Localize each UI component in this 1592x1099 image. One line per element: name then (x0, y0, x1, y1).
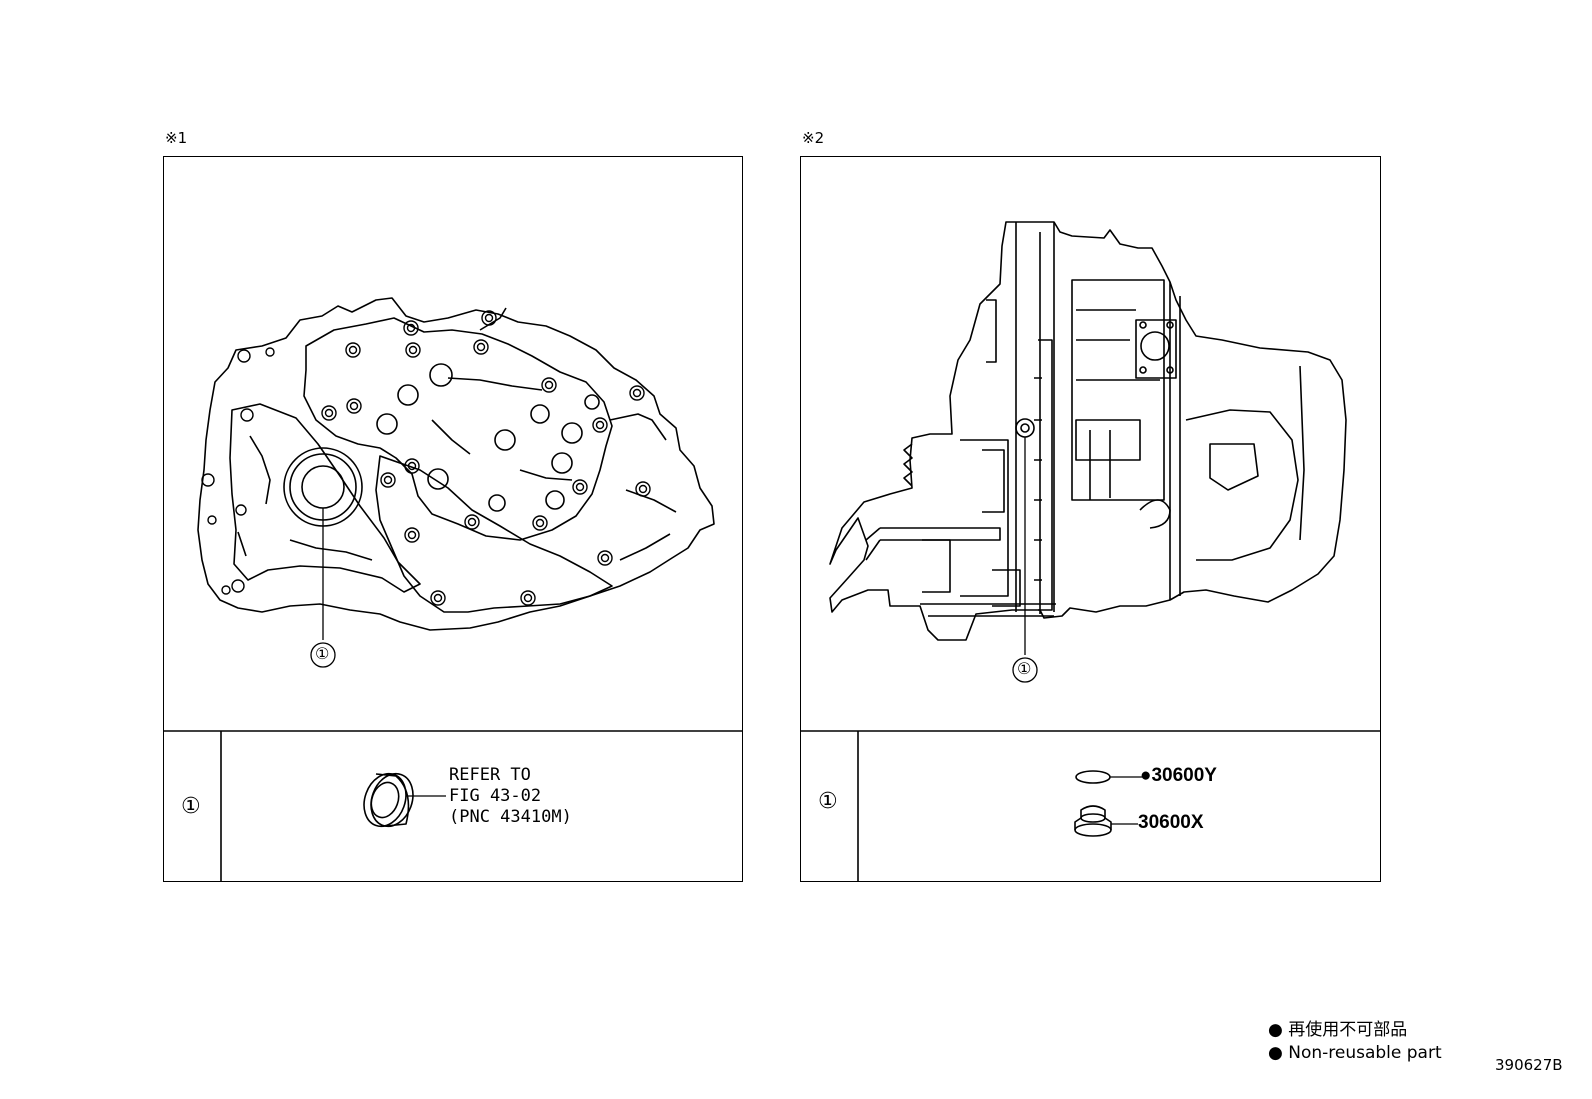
plug-icon (1074, 805, 1112, 837)
panel-2-frame (800, 156, 1381, 882)
panel-1-row-callout: ① (181, 794, 201, 819)
oil-seal-icon (363, 772, 414, 828)
refer-pnc-line: (PNC 43410M) (449, 807, 572, 827)
refer-to-line: REFER TO (449, 765, 531, 785)
panel-2-row-callout: ① (818, 789, 838, 814)
legend-non-reusable-jp: ● 再使用不可部品 (1268, 1020, 1408, 1040)
part-number-30600x: 30600X (1138, 812, 1204, 833)
transaxle-side-drawing (829, 221, 1347, 683)
refer-fig-line: FIG 43-02 (449, 786, 542, 806)
panel-1-frame (163, 156, 743, 882)
legend-non-reusable-en: ● Non-reusable part (1268, 1043, 1442, 1063)
figure-id: 390627B (1495, 1056, 1563, 1074)
panel-1-drawing-callout: ① (315, 644, 330, 663)
panel-1-marker: ※1 (165, 129, 188, 147)
panel-2-marker: ※2 (802, 129, 825, 147)
panel-2-drawing-callout: ① (1017, 659, 1032, 678)
transaxle-case-front-drawing (197, 297, 715, 668)
part-number-30600y: ●30600Y (1140, 765, 1217, 786)
o-ring-icon (1075, 770, 1111, 784)
